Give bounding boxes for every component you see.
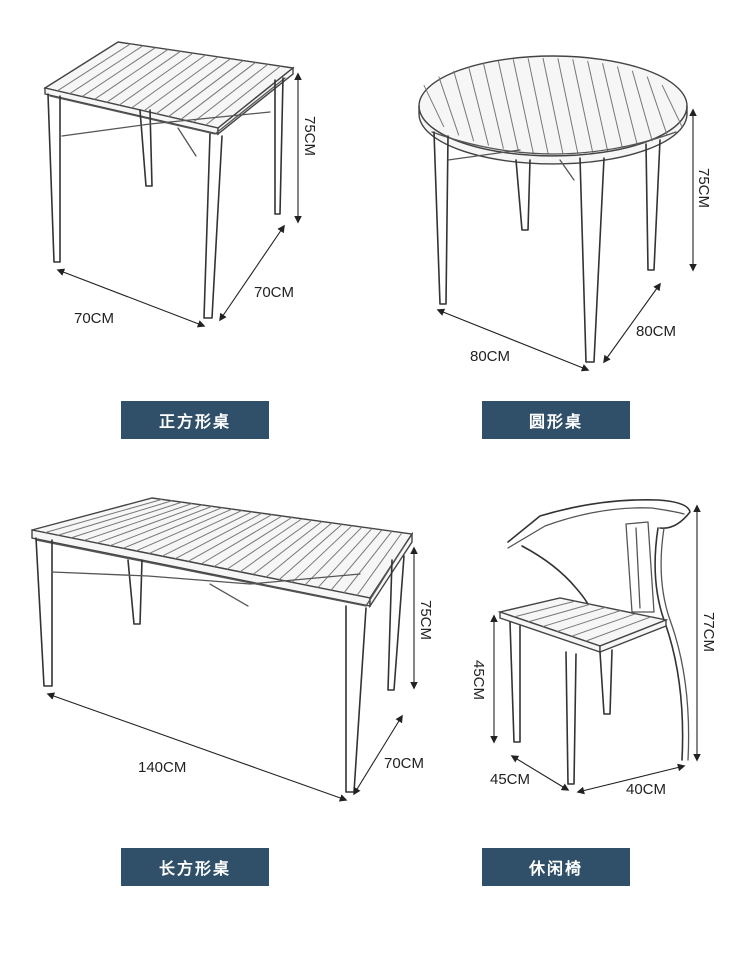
- slat-line: [497, 60, 519, 152]
- slat-line: [542, 57, 564, 155]
- square-height-label: 75CM: [301, 116, 318, 156]
- slat-line: [44, 498, 163, 534]
- slat-line: [528, 603, 591, 623]
- square-depth-label: 70CM: [254, 284, 294, 301]
- round-height-label: 75CM: [695, 168, 712, 208]
- slat-line: [143, 56, 219, 112]
- slat-line: [527, 58, 549, 154]
- slat-line: [317, 528, 373, 588]
- slat-line: [587, 60, 609, 152]
- slat-line: [131, 54, 206, 109]
- slat-line: [646, 76, 668, 136]
- slat-line: [106, 50, 181, 103]
- slat-line: [200, 515, 283, 565]
- slat-line: [155, 58, 231, 115]
- slat-line: [81, 47, 156, 97]
- slat-line: [453, 70, 475, 142]
- slat-line: [109, 505, 213, 547]
- slat-line: [174, 512, 263, 560]
- slat-line: [343, 530, 393, 594]
- rectangular-table-drawing: [31, 497, 418, 802]
- slat-line: [265, 522, 333, 578]
- round-depth-label: 80CM: [636, 323, 676, 340]
- slat-line: [423, 84, 445, 128]
- slat-line: [661, 84, 683, 128]
- slat-line: [252, 521, 323, 575]
- square-table-label: 正方形桌: [121, 401, 269, 439]
- leisure-chair-label: 休闲椅: [482, 848, 630, 886]
- slat-line: [602, 63, 624, 149]
- slat-line: [557, 58, 579, 154]
- slat-line: [291, 525, 353, 583]
- slat-line: [330, 529, 383, 591]
- slat-line: [180, 62, 256, 120]
- slat-line: [213, 516, 293, 568]
- slat-line: [205, 65, 281, 126]
- rect-width-label: 140CM: [138, 759, 186, 776]
- slat-line: [482, 63, 504, 149]
- slat-line: [118, 52, 194, 106]
- slat-line: [69, 45, 144, 95]
- slat-line: [239, 519, 313, 573]
- slat-line: [70, 501, 183, 539]
- slat-line: [57, 43, 131, 92]
- rect-depth-label: 70CM: [384, 755, 424, 772]
- round-width-label: 80CM: [470, 348, 510, 365]
- slat-line: [631, 70, 653, 142]
- slat-line: [616, 66, 638, 146]
- rect-height-label: 75CM: [417, 600, 434, 640]
- slat-line: [278, 523, 343, 581]
- slat-line: [468, 66, 490, 146]
- slat-line: [122, 507, 223, 549]
- slat-line: [168, 60, 244, 117]
- round-table-label: 圆形桌: [482, 401, 630, 439]
- slat-line: [83, 503, 193, 541]
- slat-line: [438, 76, 460, 136]
- slat-line: [556, 610, 621, 632]
- slat-line: [226, 518, 303, 570]
- slat-line: [187, 514, 273, 562]
- slat-line: [57, 500, 173, 536]
- slat-line: [571, 613, 636, 637]
- square-width-label: 70CM: [74, 310, 114, 327]
- slat-line: [161, 511, 253, 557]
- slat-line: [542, 606, 606, 628]
- slat-line: [135, 508, 233, 552]
- slat-line: [192, 63, 269, 123]
- slat-line: [514, 600, 576, 618]
- round-table-drawing: [418, 55, 697, 372]
- square-table-drawing: [43, 41, 302, 328]
- slat-line: [512, 59, 534, 153]
- leisure-chair-drawing: [490, 499, 701, 795]
- slat-line: [585, 616, 652, 642]
- rectangular-table-label: 长方形桌: [121, 848, 269, 886]
- slat-line: [572, 59, 594, 153]
- chair-depth-label: 45CM: [490, 771, 530, 788]
- slat-line: [356, 532, 403, 596]
- slat-line: [96, 504, 203, 544]
- slat-line: [304, 526, 363, 586]
- slat-line: [94, 49, 169, 100]
- chair-height-label: 77CM: [700, 612, 717, 652]
- chair-width-label: 40CM: [626, 781, 666, 798]
- slat-line: [148, 510, 243, 554]
- chair-seat-height-label: 45CM: [470, 660, 487, 700]
